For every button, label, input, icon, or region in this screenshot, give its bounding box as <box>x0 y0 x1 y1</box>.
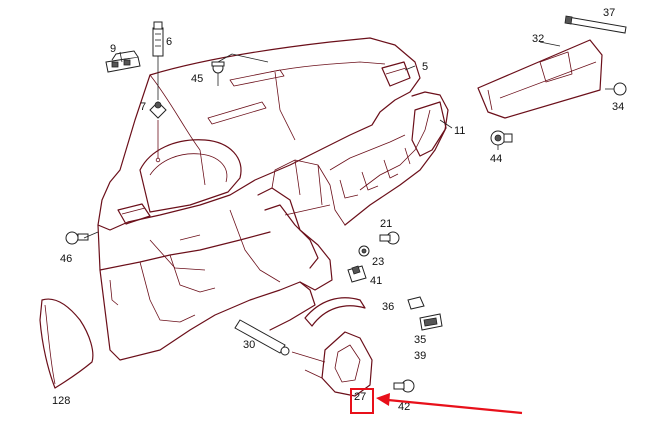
highlight-arrow <box>387 398 523 415</box>
washer-23 <box>358 245 370 257</box>
trim-36 <box>407 296 425 310</box>
callout-11: 11 <box>454 125 465 137</box>
callout-42: 42 <box>398 401 410 413</box>
callout-21: 21 <box>380 218 392 230</box>
screw-42 <box>393 379 415 393</box>
callout-labels: 9 6 45 7 5 11 37 32 34 44 46 21 23 41 36… <box>52 7 624 413</box>
bracket-9 <box>105 50 141 73</box>
screw-21 <box>379 231 400 245</box>
callout-27: 27 <box>354 391 366 403</box>
callout-34: 34 <box>612 101 624 113</box>
clip-41 <box>347 265 367 283</box>
callout-6: 6 <box>166 36 172 48</box>
arc-bracket <box>304 297 366 327</box>
bolt-6 <box>152 21 164 57</box>
trim-35-39 <box>419 313 443 331</box>
side-trim-panel-128 <box>39 298 94 389</box>
callout-32: 32 <box>532 33 544 45</box>
screw-46 <box>65 231 89 245</box>
screw-34 <box>605 82 627 96</box>
callout-35: 35 <box>414 334 426 346</box>
highlight-27 <box>350 388 523 415</box>
highlight-box <box>350 388 374 414</box>
callout-45: 45 <box>191 73 203 85</box>
callout-7: 7 <box>140 101 146 113</box>
glovebox-lid-32 <box>477 39 603 119</box>
callout-37: 37 <box>603 7 615 19</box>
callout-9: 9 <box>110 43 116 55</box>
rod-30 <box>234 319 290 356</box>
callout-39: 39 <box>414 350 426 362</box>
leader-lines <box>83 41 561 239</box>
arrow-head-icon <box>376 393 390 406</box>
screw-45 <box>211 61 225 86</box>
callout-30: 30 <box>243 339 255 351</box>
clip-7 <box>149 101 167 119</box>
dashboard-panel <box>97 37 449 361</box>
callout-5: 5 <box>422 61 428 73</box>
air-duct-27 <box>291 331 373 397</box>
callout-23: 23 <box>372 256 384 268</box>
callout-46: 46 <box>60 253 72 265</box>
rod-37 <box>564 15 627 34</box>
callout-36: 36 <box>382 301 394 313</box>
clip-44 <box>490 130 513 146</box>
callout-44: 44 <box>490 153 502 165</box>
callout-128: 128 <box>52 395 70 407</box>
callout-41: 41 <box>370 275 382 287</box>
